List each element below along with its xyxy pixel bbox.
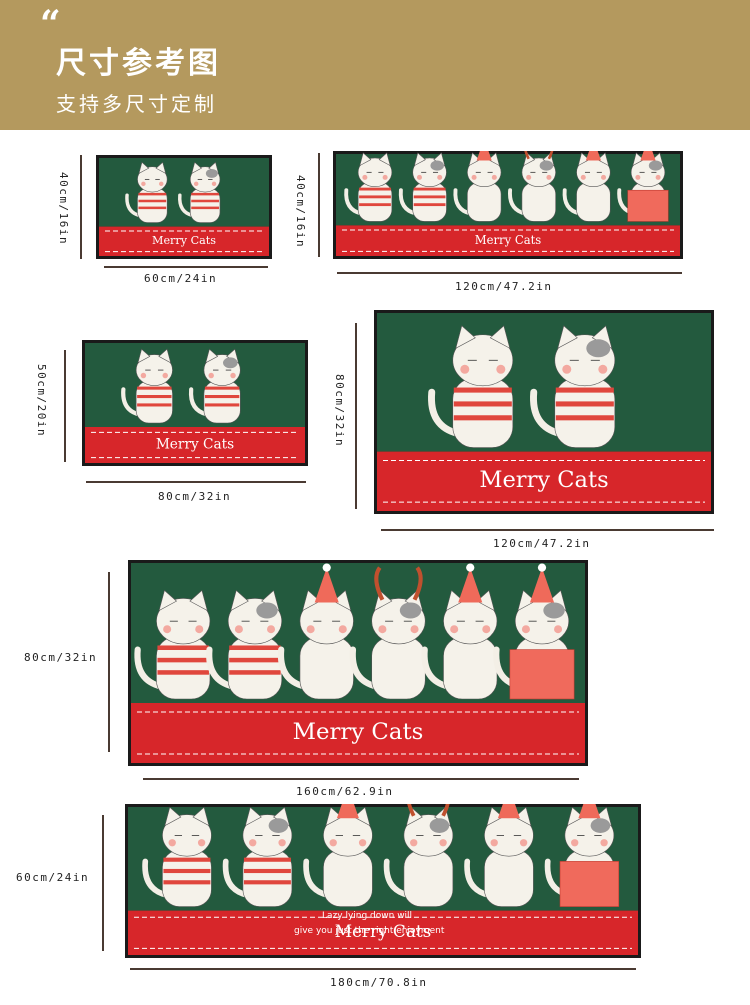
quote-mark: “ (40, 3, 61, 45)
cat-illustration (530, 325, 616, 448)
mat-caption: Merry Cats (475, 233, 542, 247)
cat-illustration (121, 348, 173, 424)
cat-illustration (344, 152, 393, 222)
mat-red-band (336, 225, 680, 256)
height-line-5 (108, 572, 110, 752)
slogan-line-2: give you just the right enjoyment (294, 926, 445, 936)
cat-illustration (508, 151, 556, 222)
cat-illustration (562, 151, 611, 222)
cat-illustration (303, 804, 373, 907)
mat-green-area (128, 807, 638, 911)
height-line-1 (80, 155, 82, 259)
width-label-1: 60cm/24in (144, 272, 218, 285)
mat-caption: Merry Cats (152, 234, 216, 247)
cat-illustration (349, 566, 426, 700)
page-subtitle: 支持多尺寸定制 (56, 92, 217, 116)
cat-illustration (277, 563, 354, 700)
cat-illustration (421, 563, 498, 700)
height-label-3: 50cm/20in (35, 364, 48, 438)
cat-illustration (134, 589, 211, 700)
width-line-3 (86, 481, 306, 483)
mat-160x80: Merry Cats (128, 560, 588, 766)
cat-illustration (453, 151, 502, 222)
mat-caption: Merry Cats (335, 921, 432, 941)
height-label-1: 40cm/16in (57, 172, 70, 246)
mat-red-band (377, 451, 711, 511)
mat-green-area (99, 158, 269, 227)
cat-illustration (383, 804, 454, 907)
mat-120x80: Merry Cats (374, 310, 714, 514)
width-line-4 (381, 529, 714, 531)
height-line-4 (355, 323, 357, 509)
mat-red-band (131, 703, 585, 763)
cat-illustration (142, 806, 212, 907)
width-line-6 (130, 968, 636, 970)
mat-red-band (128, 910, 638, 955)
cat-illustration (206, 589, 283, 700)
cat-illustration (493, 563, 575, 700)
height-label-6: 60cm/24in (16, 871, 90, 884)
width-line-5 (143, 778, 579, 780)
mat-caption: Merry Cats (156, 437, 234, 453)
cat-illustration (398, 152, 447, 222)
page-title: 尺寸参考图 (56, 46, 221, 81)
mat-green-area (336, 154, 680, 226)
mat-120x40: Merry Cats (333, 151, 683, 259)
mat-caption: Merry Cats (479, 467, 608, 493)
mat-180x60: Merry Cats (125, 804, 641, 958)
width-line-2 (337, 272, 682, 274)
mat-red-band (85, 427, 305, 463)
mat-green-area (85, 343, 305, 427)
cat-illustration (544, 804, 620, 907)
width-label-4: 120cm/47.2in (493, 537, 591, 550)
height-line-2 (318, 153, 320, 257)
slogan-line-1: Lazy lying down will (322, 911, 413, 921)
mat-red-band (99, 226, 269, 256)
width-line-1 (104, 266, 268, 268)
mat-80x50: Merry Cats (82, 340, 308, 466)
height-label-2: 40cm/16in (294, 175, 307, 249)
cat-illustration (125, 161, 168, 223)
height-label-5: 80cm/32in (24, 651, 98, 664)
width-label-6: 180cm/70.8in (330, 976, 428, 989)
width-label-3: 80cm/32in (158, 490, 232, 503)
height-label-4: 80cm/32in (333, 374, 346, 448)
width-label-5: 160cm/62.9in (296, 785, 394, 798)
cat-illustration (464, 804, 534, 907)
cat-illustration (188, 348, 241, 424)
mat-60x40: Merry Cats (96, 155, 272, 259)
width-label-2: 120cm/47.2in (455, 280, 553, 293)
mat-green-area (377, 313, 711, 452)
cat-illustration (222, 806, 293, 907)
cat-illustration (178, 161, 221, 223)
height-line-6 (102, 815, 104, 951)
cat-illustration (428, 325, 514, 448)
cat-illustration (617, 151, 669, 222)
header-banner: “ 尺寸参考图 支持多尺寸定制 (0, 0, 750, 130)
height-line-3 (64, 350, 66, 462)
mat-caption: Merry Cats (293, 719, 424, 745)
